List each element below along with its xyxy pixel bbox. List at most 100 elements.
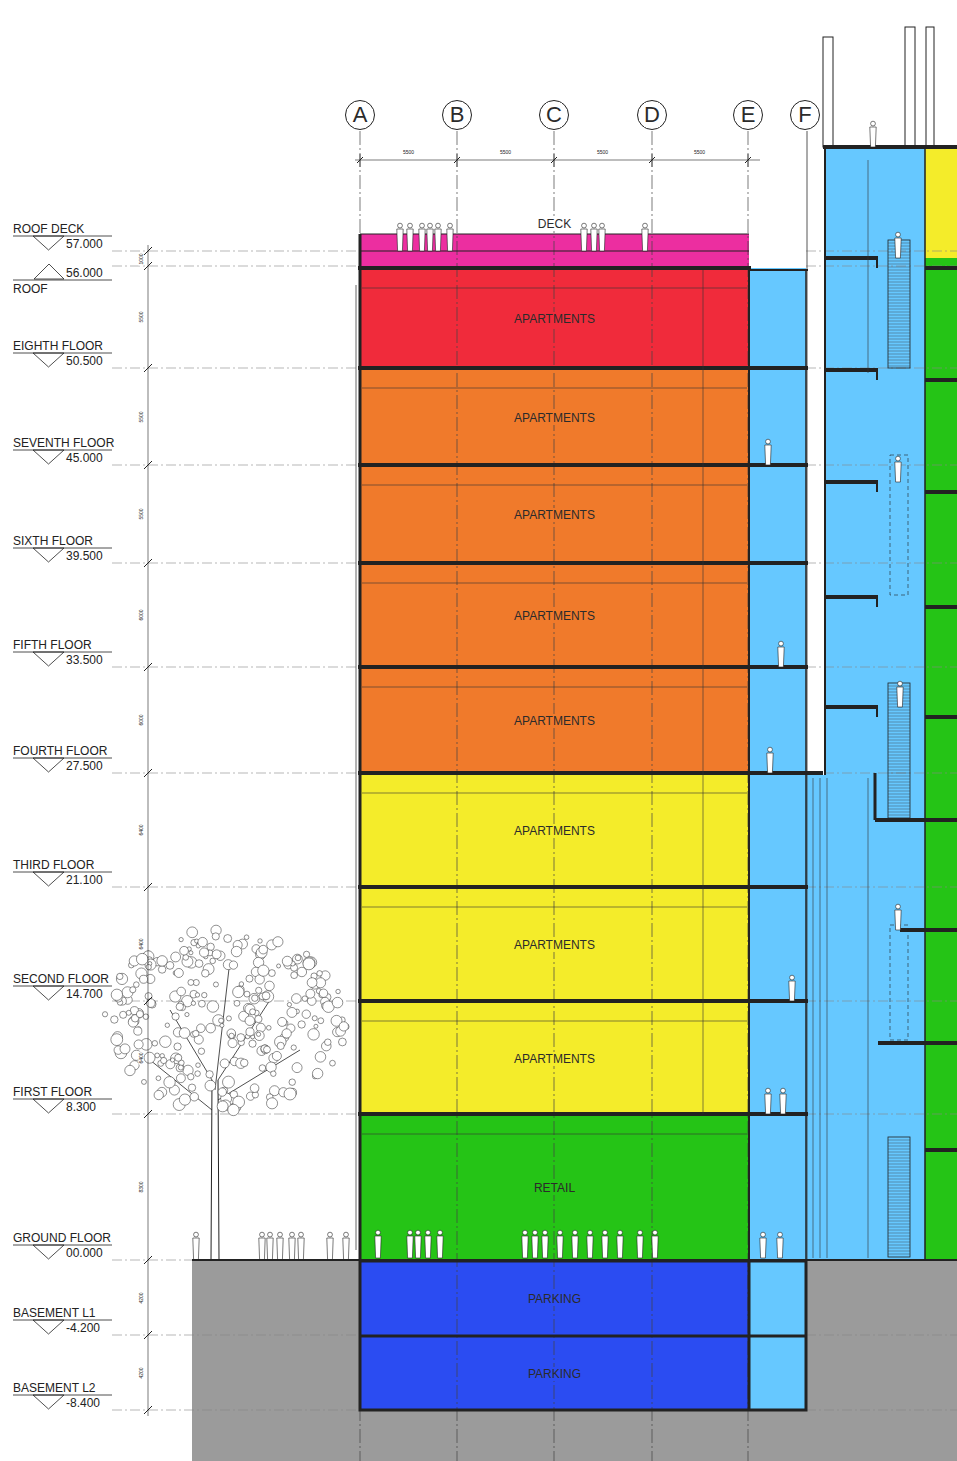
person-head [278, 1232, 283, 1237]
person-figure [557, 1230, 563, 1258]
escalator-step [888, 327, 910, 328]
level-value: 14.700 [66, 988, 103, 1000]
escalator-step [888, 716, 910, 717]
tree-leaf [332, 997, 343, 1008]
tree-leaf [315, 1052, 326, 1063]
tree-leaf [191, 1001, 195, 1005]
escalator-step [888, 1248, 910, 1249]
person-body [522, 1236, 528, 1258]
tree-leaf [120, 1044, 130, 1054]
floor-slab [825, 256, 877, 260]
level-line [806, 368, 957, 369]
escalator-step [888, 279, 910, 280]
level-value: 50.500 [66, 355, 103, 367]
escalator-step [888, 1218, 910, 1219]
tree-leaf [188, 1074, 194, 1080]
tree-leaf [287, 1002, 291, 1006]
tree-leaf [158, 966, 166, 974]
tree-leaf [259, 945, 268, 954]
person-figure [765, 439, 771, 465]
person-body [327, 1238, 333, 1260]
person-head [592, 223, 597, 228]
space-label: APARTMENTS [512, 411, 597, 425]
space-label: PARKING [526, 1292, 583, 1306]
grid-bubble: D [637, 100, 667, 130]
level-marker [34, 264, 64, 279]
tree-leaf [152, 1041, 158, 1047]
tree-leaf [338, 1038, 346, 1046]
basement-wall [360, 1261, 806, 1410]
escalator-step [888, 354, 910, 355]
tree-leaf [220, 1023, 224, 1027]
tree-leaf [180, 946, 189, 955]
tree-leaf [102, 1012, 107, 1017]
escalator-step [888, 746, 910, 747]
tree-leaf [249, 993, 260, 1004]
tree-leaf [271, 1071, 276, 1076]
tree-leaf [282, 1029, 291, 1038]
tree-leaf [196, 1063, 201, 1068]
person-body [789, 981, 795, 1001]
tree-leaf [176, 1003, 183, 1010]
grid-line [457, 131, 458, 1461]
tower-line [868, 160, 869, 373]
level-line [112, 251, 358, 252]
person-figure [780, 1088, 786, 1114]
tree-leaf [176, 1074, 185, 1083]
person-body [572, 1236, 578, 1258]
escalator-step [888, 363, 910, 364]
level-name: FIRST FLOOR [13, 1086, 92, 1098]
escalator-step [888, 722, 910, 723]
level-line [806, 251, 957, 252]
tree-leaf [223, 1076, 235, 1088]
escalator-step [888, 782, 910, 783]
escalator-step [888, 1209, 910, 1210]
escalator-step [888, 258, 910, 259]
escalator-step [888, 1194, 910, 1195]
floor-slab [825, 480, 877, 484]
person-body [765, 1094, 771, 1114]
escalator-step [888, 797, 910, 798]
grid-bubble: F [790, 100, 820, 130]
tree-leaf [190, 1093, 198, 1101]
level-marker [33, 758, 64, 772]
dimension-tick [551, 157, 557, 163]
level-marker-line [13, 548, 112, 549]
tree-leaf [229, 961, 237, 969]
tree-leaf [317, 971, 323, 977]
level-line [806, 1410, 957, 1411]
person-figure [897, 681, 903, 707]
ceiling-line [362, 485, 747, 486]
level-marker-line [13, 1099, 112, 1100]
tree-leaf [212, 933, 219, 940]
dimension-tick [649, 157, 655, 163]
person-body [447, 229, 453, 251]
person-body [193, 1238, 199, 1260]
tree-leaf [292, 994, 302, 1004]
escalator-step [888, 791, 910, 792]
tree-leaf [278, 1017, 287, 1026]
level-name: THIRD FLOOR [13, 859, 94, 871]
level-name: EIGHTH FLOOR [13, 340, 103, 352]
escalator-step [888, 1143, 910, 1144]
escalator-step [888, 1203, 910, 1204]
tree-leaf [267, 1098, 278, 1109]
person-figure [447, 223, 453, 251]
floor-slab [925, 266, 957, 270]
dimension-extension [360, 154, 361, 167]
escalator-step [888, 719, 910, 720]
escalator-step [888, 731, 910, 732]
tree-leaf [165, 1023, 169, 1027]
tree-leaf [258, 939, 262, 943]
dimension-tick [144, 1256, 152, 1264]
tree [102, 925, 349, 1260]
level-marker-line [13, 1245, 112, 1246]
person-head [761, 1232, 766, 1237]
person-figure [652, 1230, 658, 1258]
level-marker [33, 548, 64, 562]
tree-leaf [202, 992, 207, 997]
person-head [290, 1232, 295, 1237]
tree-leaf [207, 943, 214, 950]
circulation-shaft [749, 1262, 806, 1410]
